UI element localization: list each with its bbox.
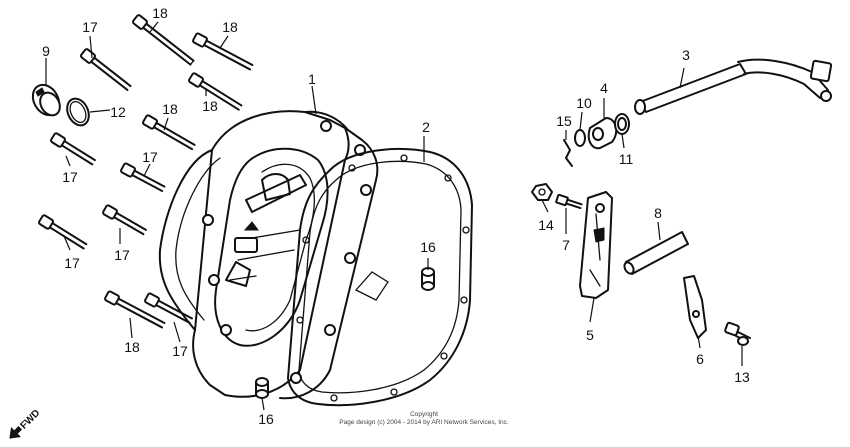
bolt-7[interactable] — [555, 193, 583, 210]
dowel-16-bottom[interactable] — [255, 377, 269, 399]
shaft-8[interactable] — [623, 231, 689, 275]
callout-bolt-17-e: 17 — [114, 247, 130, 263]
bolt-18-mid-left[interactable] — [142, 114, 196, 152]
bolt-17-lower[interactable] — [144, 292, 194, 325]
callout-bolt-17-d: 17 — [64, 255, 80, 271]
oring-12[interactable] — [63, 95, 93, 129]
callout-cap-9: 9 — [42, 43, 50, 59]
callout-bolt-17-b: 17 — [142, 149, 158, 165]
callout-dowel-16-a: 16 — [420, 239, 436, 255]
fwd-label: FWD — [18, 408, 42, 432]
arrow-icon — [9, 425, 23, 439]
bolt-17-upper[interactable] — [80, 48, 132, 92]
callout-bolt-7: 7 — [562, 237, 570, 253]
callout-washer-10: 10 — [576, 95, 592, 111]
arm-3[interactable] — [634, 58, 833, 115]
callout-bolt-18-d: 18 — [162, 101, 178, 117]
bolt-18-lower[interactable] — [104, 290, 166, 330]
fwd-arrow: FWD — [9, 408, 42, 439]
cap-9[interactable] — [28, 80, 65, 120]
callout-cam-4: 4 — [600, 80, 608, 96]
stopper-6[interactable] — [683, 275, 707, 339]
callout-bolt-18-a: 18 — [152, 5, 168, 21]
callout-numbers: 18 18 17 9 12 1 18 18 17 17 17 17 17 18 … — [42, 5, 750, 427]
callout-gasket-2: 2 — [422, 119, 430, 135]
copyright-line-1: Copyright — [410, 411, 438, 418]
washer-10[interactable] — [574, 129, 586, 147]
leader-lines — [45, 21, 743, 411]
copyright-notice: Copyright Page design (c) 2004 - 2014 by… — [339, 411, 509, 426]
bolt-18-mid-right[interactable] — [188, 72, 243, 112]
bolt-18-top-left[interactable] — [132, 14, 195, 66]
callout-arm-3: 3 — [682, 47, 690, 63]
callout-oring-12: 12 — [110, 104, 126, 120]
callout-bolt-18-e: 18 — [124, 339, 140, 355]
gasket-2[interactable] — [287, 148, 473, 407]
callout-bolt-17-a: 17 — [82, 19, 98, 35]
callout-shaft-8: 8 — [654, 205, 662, 221]
callout-bolt-13: 13 — [734, 369, 750, 385]
callout-bolt-18-b: 18 — [222, 19, 238, 35]
lever-5[interactable] — [579, 191, 613, 299]
callout-bolt-17-c: 17 — [62, 169, 78, 185]
callout-dowel-16-b: 16 — [258, 411, 274, 427]
bolt-17-left-a[interactable] — [50, 132, 96, 167]
bolt-17-left-b[interactable] — [120, 162, 166, 193]
nut-14[interactable] — [531, 183, 553, 201]
callout-bolt-17-f: 17 — [172, 343, 188, 359]
callout-lever-5: 5 — [586, 327, 594, 343]
callout-nut-14: 14 — [538, 217, 554, 233]
callout-cover-1: 1 — [308, 71, 316, 87]
callout-bolt-18-c: 18 — [202, 98, 218, 114]
callout-seal-11: 11 — [619, 151, 634, 167]
callout-pin-15: 15 — [556, 113, 572, 129]
dowel-16-center[interactable] — [421, 267, 435, 291]
seal-11[interactable] — [614, 113, 630, 135]
pin-15[interactable] — [563, 139, 573, 167]
callout-stopper-6: 6 — [696, 351, 704, 367]
clutch-cover-1[interactable] — [158, 110, 379, 400]
bolt-17-left-c[interactable] — [38, 214, 88, 251]
bolt-18-top-right[interactable] — [192, 32, 254, 72]
bolt-13[interactable] — [724, 321, 751, 346]
cam-4[interactable] — [587, 117, 618, 150]
bolt-17-left-d[interactable] — [102, 204, 147, 237]
copyright-line-2: Page design (c) 2004 - 2014 by ARI Netwo… — [339, 419, 509, 426]
